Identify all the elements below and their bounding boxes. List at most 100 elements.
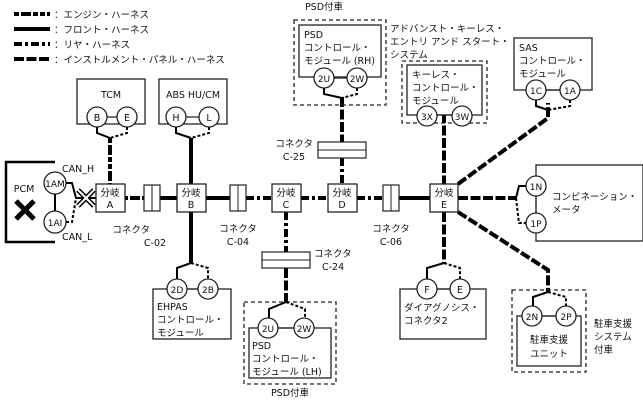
dlc-line2: コネクタ2 — [404, 316, 448, 327]
psd-lh-pin-2u-label: 2U — [262, 325, 274, 335]
pcm-label: PCM — [14, 184, 35, 195]
dlc-pin-e-label: E — [457, 285, 463, 296]
connector-c04-id: C-04 — [227, 237, 249, 248]
wire-e-park — [456, 210, 550, 292]
psd-rh-line1: PSD — [304, 30, 323, 41]
abs-pin-h-label: H — [172, 113, 179, 124]
open-circuit-icon — [76, 188, 96, 208]
keyless-line1: キーレス・ — [412, 70, 460, 81]
connector-c24-id: C-24 — [322, 262, 344, 273]
park-pin-2n — [521, 305, 543, 327]
junction-a-label: 分岐 — [100, 187, 120, 199]
junction-a: 分岐 A — [95, 183, 126, 213]
abs-label: ABS HU/CM — [166, 90, 220, 101]
connector-c25-label: コネクタ — [275, 139, 313, 150]
connector-c06: コネクタ C-06 — [372, 184, 410, 248]
keyless-system: アドバンスト・キーレス・ エントリ アンド スタート・ システム キーレス・ コ… — [390, 24, 510, 127]
junction-d-id: D — [338, 200, 345, 211]
junction-b-label: 分岐 — [181, 187, 201, 199]
sas-pin-1c-label: 1C — [530, 87, 542, 97]
keyless-line3: モジュール — [412, 96, 459, 107]
pcm-pin-1am-label: 1AM — [45, 180, 65, 190]
connector-c06-id: C-06 — [380, 237, 402, 248]
psd-rh-option-label: PSD付車 — [305, 1, 344, 13]
tcm-module: TCM B E — [76, 78, 146, 139]
abs-module: ABS HU/CM H L — [158, 78, 228, 139]
combination-meter-module: 1N 1P コンビネーション・ メータ — [515, 164, 643, 242]
diagnosis-connector-module: F E ダイアグノシス・ コネクタ2 — [399, 262, 487, 340]
junction-e-id: E — [441, 200, 447, 211]
psd-lh-line3: モジュール (LH) — [252, 367, 322, 378]
keyless-line2: コントロール・ — [412, 83, 479, 94]
connector-c25: コネクタ C-25 — [275, 139, 367, 163]
sas-line3: モジュール — [519, 69, 566, 80]
ehpas-pin-2d-label: 2D — [171, 286, 184, 296]
junction-c-id: C — [283, 200, 290, 211]
psd-lh-pin-2w — [293, 317, 315, 339]
legend-front-label: ：フロント・ハーネス — [54, 25, 149, 36]
park-option-line3: 付車 — [594, 344, 614, 356]
disconnected-icon — [14, 199, 36, 221]
ehpas-pin-2d — [166, 278, 188, 300]
wire-e-sas — [456, 103, 550, 186]
psd-lh-pin-2w-label: 2W — [297, 325, 312, 335]
tcm-pin-e-label: E — [124, 113, 130, 124]
keyless-pin-3w — [451, 105, 473, 127]
connector-c04-label: コネクタ — [219, 224, 257, 235]
park-option-line2: システム — [594, 332, 632, 343]
combi-pin-1p-label: 1P — [530, 220, 542, 230]
legend-engine-label: ：エンジン・ハーネス — [54, 10, 149, 21]
psd-lh-line2: コントロール・ — [252, 354, 319, 365]
parking-assist-module: 2N 2P 駐車支援 ユニット 駐車支援 システム 付車 — [511, 289, 633, 373]
combi-pin-1n-label: 1N — [530, 183, 542, 193]
connector-c24-label: コネクタ — [314, 249, 352, 260]
junction-d: 分岐 D — [327, 183, 358, 213]
junction-e: 分岐 E — [429, 183, 459, 213]
akss-title-line2: エントリ アンド スタート・ — [390, 37, 510, 48]
connector-c02-label: コネクタ — [112, 225, 150, 236]
can-l-label: CAN_L — [62, 232, 93, 243]
junction-b: 分岐 B — [176, 183, 207, 213]
akss-title-line1: アドバンスト・キーレス・ — [390, 24, 504, 35]
junction-e-label: 分岐 — [434, 187, 454, 199]
legend: ：エンジン・ハーネス ：フロント・ハーネス ：リヤ・ハーネス ：インストルメント… — [14, 10, 225, 66]
connector-c02: コネクタ C-02 — [112, 184, 166, 249]
ehpas-pin-2b-label: 2B — [202, 286, 214, 296]
sas-line2: コントロール・ — [519, 56, 586, 67]
psd-lh-pin-2u — [257, 317, 279, 339]
pcm-module: PCM 1AM 1AI CAN_H CAN_L — [4, 160, 96, 244]
sas-pin-1a-label: 1A — [564, 87, 577, 97]
dlc-pin-e — [449, 278, 471, 300]
park-line2: ユニット — [530, 349, 568, 360]
park-pin-2p — [555, 305, 577, 327]
dlc-pin-f — [416, 278, 438, 300]
ehpas-line2: コントロール・ — [157, 315, 224, 326]
keyless-pin-3w-label: 3W — [455, 113, 470, 123]
park-pin-2p-label: 2P — [560, 313, 572, 323]
keyless-pin-3x — [416, 105, 438, 127]
sas-module: SAS コントロール・ モジュール 1C 1A — [513, 37, 593, 111]
junction-b-id: B — [188, 200, 195, 211]
junction-a-id: A — [107, 200, 114, 211]
akss-title-line3: システム — [390, 50, 428, 61]
psd-rh-line2: コントロール・ — [304, 43, 371, 54]
connector-c02-id: C-02 — [144, 238, 166, 249]
psd-rh-pin-2w-label: 2W — [350, 75, 365, 85]
combi-line2: メータ — [552, 205, 581, 216]
junction-c-label: 分岐 — [276, 187, 296, 199]
pcm-pin-1ai-label: 1AI — [48, 219, 63, 229]
park-line1: 駐車支援 — [530, 334, 569, 346]
psd-rh-line3: モジュール (RH) — [304, 56, 375, 67]
connector-c04: コネクタ C-04 — [219, 184, 257, 248]
keyless-pin-3x-label: 3X — [421, 113, 433, 123]
sas-line1: SAS — [519, 43, 538, 54]
connector-c25-id: C-25 — [283, 152, 305, 163]
psd-lh-option-label: PSD付車 — [271, 387, 310, 399]
legend-rear-label: ：リヤ・ハーネス — [54, 40, 130, 51]
tcm-label: TCM — [100, 90, 121, 101]
connector-c24: コネクタ C-24 — [261, 249, 352, 273]
dlc-pin-f-label: F — [424, 285, 429, 296]
connector-c06-label: コネクタ — [372, 224, 410, 235]
dlc-line1: ダイアグノシス・ — [404, 302, 479, 314]
